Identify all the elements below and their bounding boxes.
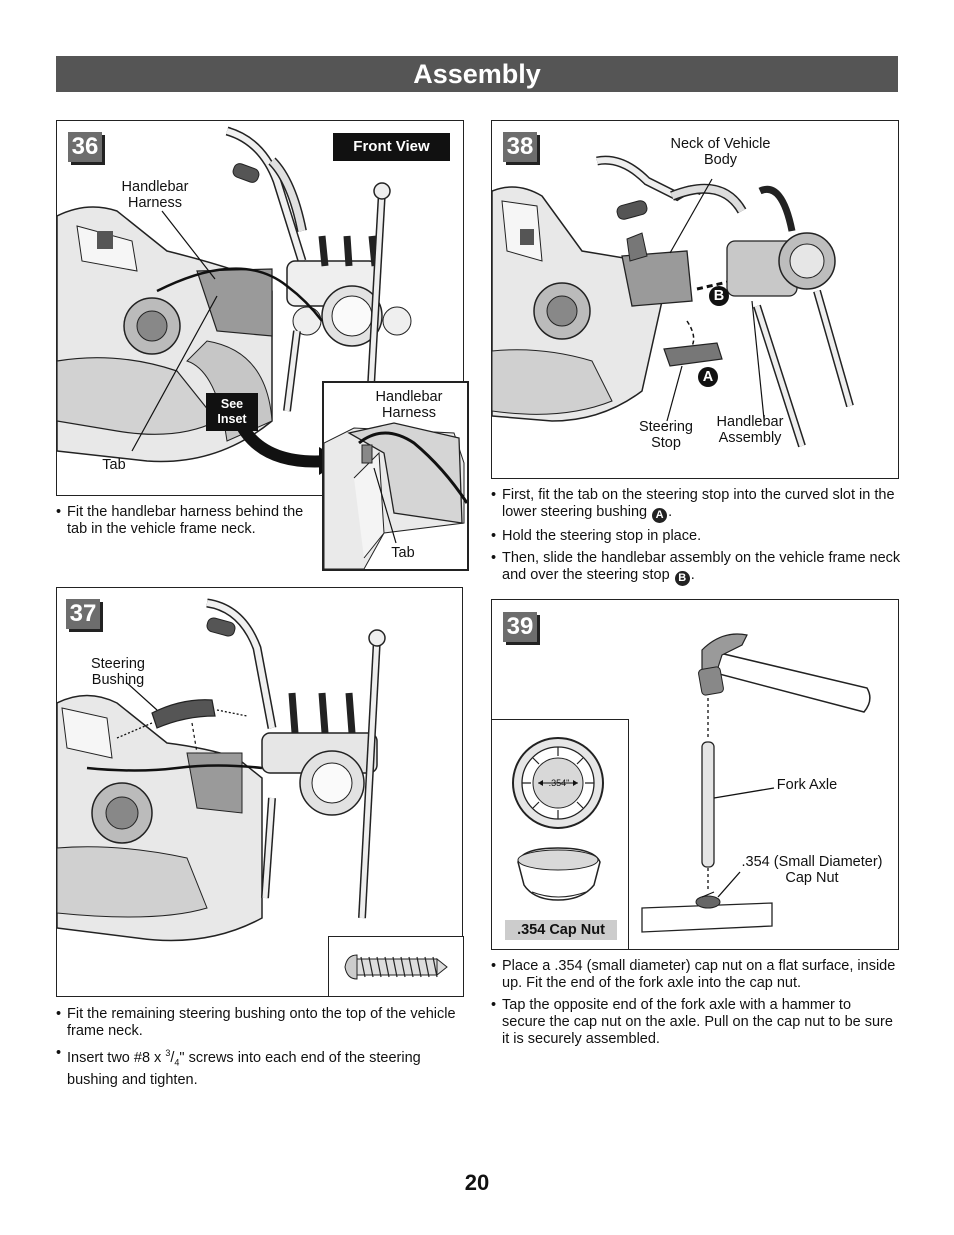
step-number: 39: [503, 612, 537, 642]
marker-a-icon: A: [652, 508, 668, 523]
label-steering-bushing: Steering Bushing: [90, 656, 145, 688]
marker-b: B: [713, 288, 725, 304]
inset-illustration: [324, 422, 467, 569]
label-cap-nut: .354 (Small Diameter) Cap Nut: [741, 854, 883, 886]
label-tab: Tab: [102, 457, 126, 473]
inset-label-tab: Tab: [391, 545, 415, 561]
step-39-notes: Place a .354 (small diameter) cap nut on…: [491, 958, 896, 1053]
front-view-label: Front View: [333, 133, 450, 161]
note: Tap the opposite end of the fork axle wi…: [491, 997, 896, 1048]
label-steering-stop: Steering Stop: [638, 419, 693, 451]
note: First, fit the tab on the steering stop …: [491, 487, 901, 523]
note: Fit the remaining steering bushing onto …: [56, 1006, 466, 1040]
step-37-illustration: [57, 598, 386, 942]
see-inset-label: See Inset: [206, 393, 258, 431]
marker-b-icon: B: [674, 571, 690, 586]
note: Place a .354 (small diameter) cap nut on…: [491, 958, 896, 992]
cap-size-label: .354": [548, 778, 570, 788]
cap-nut-caption: .354 Cap Nut: [505, 920, 617, 940]
step-number: 38: [503, 132, 537, 162]
step-37-notes: Fit the remaining steering bushing onto …: [56, 1006, 466, 1094]
inset-label-harness: Handlebar Harness: [375, 389, 443, 421]
page-number: 20: [464, 1170, 490, 1195]
step-36-panel: 36 Front View Handlebar Harness Tab See …: [56, 120, 464, 496]
step-number: 37: [66, 599, 100, 629]
screw-inset: [328, 936, 464, 997]
note: Hold the steering stop in place.: [491, 528, 901, 545]
page-title: Assembly: [56, 56, 898, 92]
cap-nut-illustration: [512, 737, 604, 901]
note: Then, slide the handlebar assembly on th…: [491, 550, 901, 586]
label-fork-axle: Fork Axle: [776, 777, 838, 793]
step-38-panel: 38 Neck of Vehicle Body Steering Stop Ha…: [491, 120, 899, 479]
label-handlebar-harness: Handlebar Harness: [121, 179, 189, 211]
step-38-illustration: [492, 155, 854, 448]
step-39-illustration: [641, 633, 871, 933]
step-36-inset: Handlebar Harness Tab: [322, 381, 469, 571]
step-38-notes: First, fit the tab on the steering stop …: [491, 487, 901, 591]
note: Insert two #8 x 3/4" screws into each en…: [56, 1045, 466, 1089]
step-37-panel: 37 Steering Bushing: [56, 587, 463, 997]
label-neck-of-vehicle-body: Neck of Vehicle Body: [670, 136, 771, 168]
marker-a: A: [702, 369, 714, 385]
note: Fit the handlebar harness behind the tab…: [56, 504, 316, 538]
step-36-notes: Fit the handlebar harness behind the tab…: [56, 504, 316, 543]
cap-nut-inset: .354" .354 Cap Nut: [491, 719, 629, 950]
screw-icon: [344, 954, 448, 980]
step-number: 36: [68, 132, 102, 162]
label-handlebar-assembly: Handlebar Assembly: [716, 414, 784, 446]
